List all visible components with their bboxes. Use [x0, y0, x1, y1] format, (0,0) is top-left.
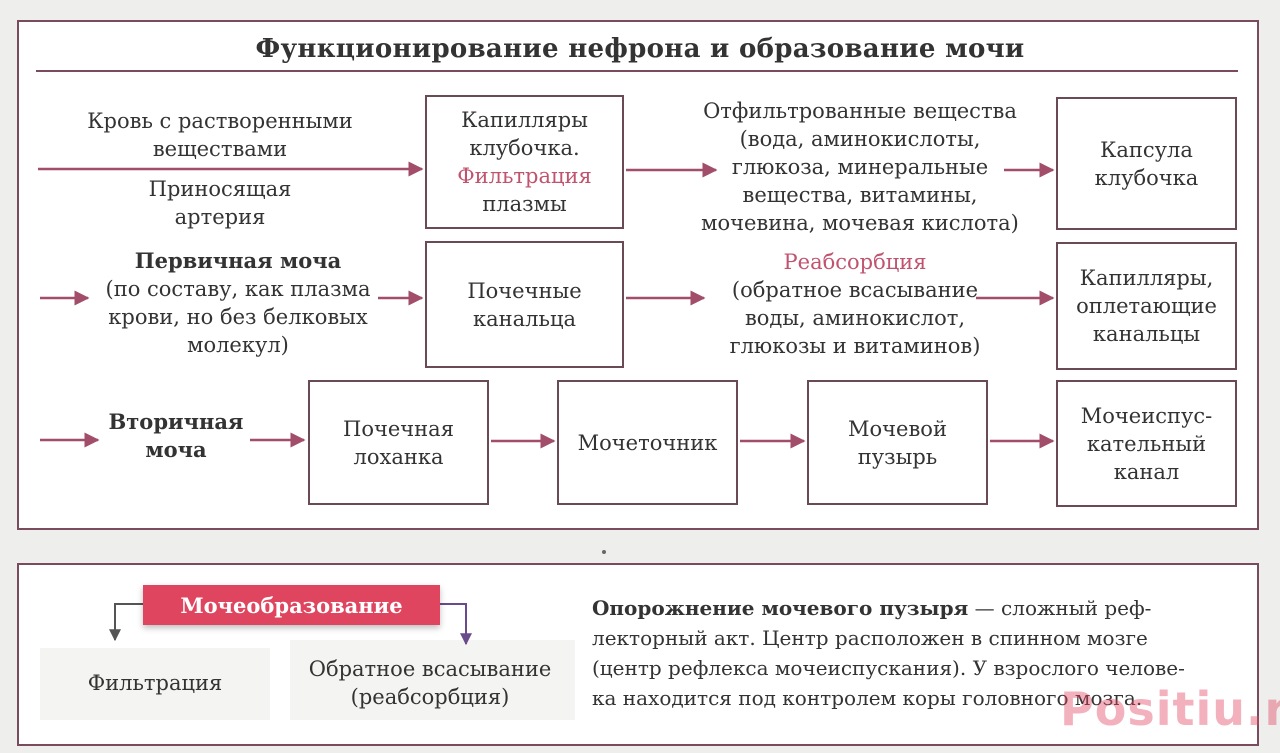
capillaries2-line-2: оплетающие: [1076, 294, 1217, 318]
capillaries-line-2: клубочка.: [469, 136, 580, 160]
primary-line-3: молекул): [187, 333, 289, 357]
filtered-line-1: Отфильтрованные вещества: [703, 99, 1017, 123]
urine-formation-tag: Мочеобразование: [143, 585, 440, 625]
reabsorption-backdrop: [290, 640, 575, 720]
filtered-line-4: вещества, витамины,: [742, 183, 978, 207]
bladder-line-2: пузырь: [857, 444, 938, 469]
primary-urine-title: Первичная моча: [134, 248, 342, 273]
filtration-backdrop: [40, 648, 270, 720]
bottom-filtration: Фильтрация: [87, 671, 223, 695]
capillaries-line-1: Капилляры: [461, 108, 588, 132]
ureter-label: Мочеточник: [577, 430, 718, 455]
reabsorption-block: Реабсорбция (обратное всасывание воды, а…: [695, 248, 1015, 360]
artery-line-2: артерия: [174, 205, 266, 229]
pelvis-line-2: лоханка: [353, 444, 444, 469]
reabsorption-line-3: глюкозы и витаминов): [729, 334, 981, 358]
reabsorption-line-2: воды, аминокислот,: [744, 306, 966, 330]
box-ureter: Мочеточник: [557, 380, 738, 505]
bottom-reabsorption-line-1: Обратное всасывание: [308, 657, 552, 681]
box-urethra: Мочеиспус- кательный канал: [1056, 380, 1237, 507]
bladder-emptying-paragraph: Опорожнение мочевого пузыря — сложный ре…: [592, 593, 1242, 713]
reabsorption-label: Реабсорбция: [783, 250, 927, 274]
blood-line-2: веществами: [152, 137, 288, 161]
box-urinary-bladder: Мочевой пузырь: [807, 380, 988, 505]
paragraph-line-4: ка находится под контролем коры головног…: [592, 686, 1143, 710]
bladder-line-1: Мочевой: [848, 416, 947, 441]
capillaries2-line-3: канальцы: [1092, 322, 1201, 346]
paragraph-line-1: — сложный реф-: [968, 596, 1152, 620]
paragraph-line-3: (центр рефлекса мочеиспускания). У взрос…: [592, 656, 1185, 680]
box-renal-pelvis: Почечная лоханка: [308, 380, 489, 505]
title-underline: [36, 70, 1238, 72]
filtered-line-3: глюкоза, минеральные: [731, 155, 989, 179]
capsule-line-1: Капсула: [1100, 137, 1193, 162]
paragraph-bold-term: Опорожнение мочевого пузыря: [592, 596, 969, 620]
secondary-line-1: Вторичная: [108, 409, 244, 434]
primary-urine: Первичная моча (по составу, как плазма к…: [78, 247, 398, 359]
blood-label: Кровь с растворенными веществами: [60, 107, 380, 163]
primary-line-2: крови, но без белковых: [108, 305, 368, 329]
capillaries2-line-1: Капилляры,: [1079, 266, 1214, 290]
branch-to-reabsorption: [440, 603, 472, 646]
pelvis-line-1: Почечная: [343, 416, 454, 441]
secondary-urine: Вторичная моча: [96, 408, 256, 464]
bottom-reabsorption-line-2: (реабсорбция): [350, 685, 510, 709]
filtered-line-2: (вода, аминокислоты,: [739, 127, 981, 151]
urethra-line-1: Мочеиспус-: [1080, 403, 1213, 428]
box-renal-tubules: Почечные канальца: [425, 241, 624, 368]
urethra-line-3: канал: [1113, 459, 1180, 484]
plasma-label: плазмы: [482, 192, 567, 216]
artery-line-1: Приносящая: [148, 177, 292, 201]
capsule-line-2: клубочка: [1094, 165, 1199, 190]
box-glomerulus-capsule: Капсула клубочка: [1056, 97, 1237, 230]
blood-line-1: Кровь с растворенными: [87, 109, 353, 133]
tubules-line-1: Почечные: [467, 278, 582, 303]
reabsorption-line-1: (обратное всасывание: [731, 278, 979, 302]
artery-label: Приносящая артерия: [100, 175, 340, 231]
branch-to-filtration: [109, 603, 143, 642]
tubules-line-2: канальца: [473, 306, 576, 331]
secondary-line-2: моча: [145, 437, 207, 462]
filtered-substances: Отфильтрованные вещества (вода, аминокис…: [680, 97, 1040, 237]
paragraph-line-2: лекторный акт. Центр расположен в спинно…: [592, 626, 1148, 650]
primary-line-1: (по составу, как плазма: [105, 277, 371, 301]
urethra-line-2: кательный: [1086, 431, 1207, 456]
filtration-label: Фильтрация: [457, 164, 592, 188]
diagram-title: Функционирование нефрона и образование м…: [255, 34, 1025, 64]
site-watermark: Positiu.ru: [1060, 682, 1280, 736]
bottom-reabsorption: Обратное всасывание (реабсорбция): [290, 655, 570, 711]
box-capillaries-around-tubules: Капилляры, оплетающие канальцы: [1056, 242, 1237, 370]
stray-dot: [602, 550, 606, 554]
filtered-line-5: мочевина, мочевая кислота): [701, 211, 1019, 235]
box-glomerulus-capillaries: Капилляры клубочка. Фильтрация плазмы: [425, 95, 624, 229]
